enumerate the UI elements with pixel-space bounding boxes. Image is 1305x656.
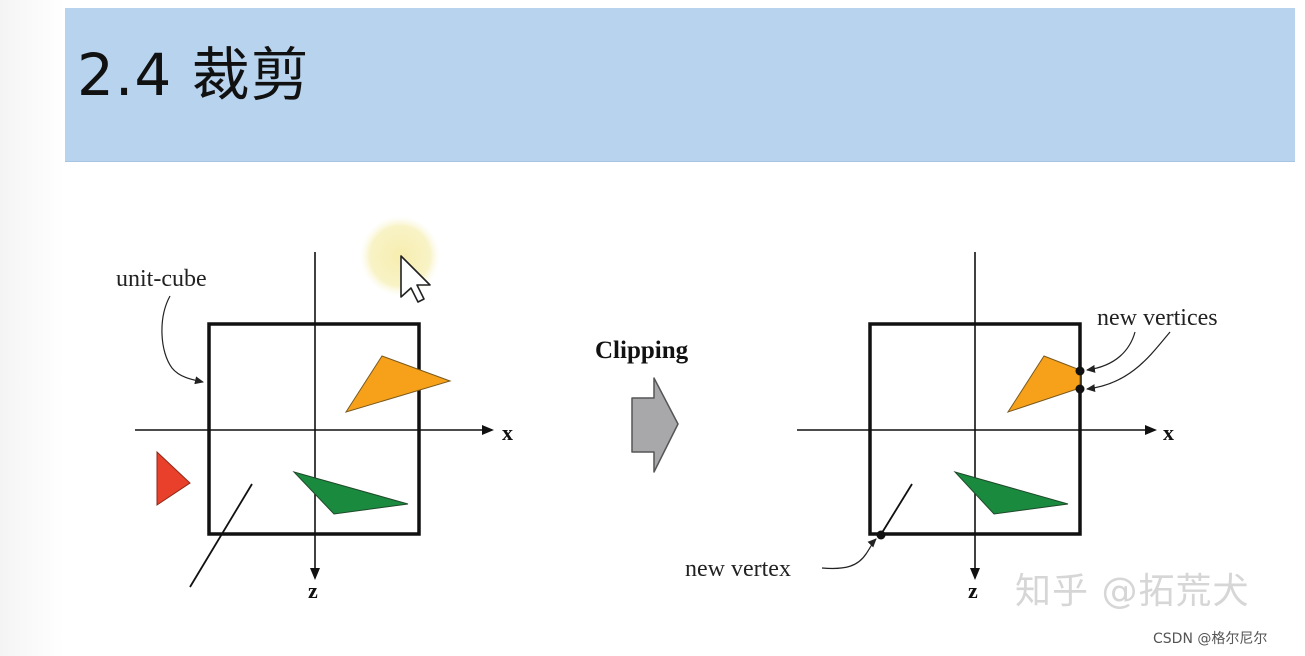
- new-vertices-pointer-bottom: [1086, 331, 1171, 393]
- unit-cube-label: unit-cube: [116, 266, 207, 292]
- green-triangle-right: [953, 471, 1069, 515]
- new-vertices-pointer-top: [1086, 331, 1136, 373]
- orange-triangle: [344, 355, 452, 413]
- unit-cube-square: [207, 322, 421, 536]
- left-panel: unit-cube x z: [116, 216, 513, 603]
- clipped-line-segment: [879, 483, 913, 537]
- x-axis-label: x: [502, 420, 513, 445]
- zhihu-watermark: 知乎 @拓荒犬: [1015, 571, 1250, 612]
- clipping-label: Clipping: [595, 337, 689, 364]
- clipping-step: Clipping: [595, 337, 689, 473]
- z-axis-label-right: z: [968, 578, 978, 603]
- clipped-orange-polygon: [1006, 355, 1081, 413]
- left-edge-shade: [0, 0, 64, 656]
- right-panel: x z new vertices new vertex: [685, 252, 1218, 603]
- line-segment: [189, 483, 253, 588]
- new-vertex-dot-bottom: [1075, 384, 1085, 394]
- clipping-arrow-icon: [631, 377, 679, 473]
- new-vertices-label: new vertices: [1097, 305, 1218, 331]
- title-banner: 2.4 裁剪: [65, 8, 1295, 162]
- csdn-footer-mark: CSDN @格尔尼尔: [1153, 631, 1268, 647]
- new-vertex-dot-top: [1075, 366, 1085, 376]
- new-vertex-dot-corner: [876, 530, 886, 540]
- red-triangle: [156, 450, 191, 506]
- new-vertex-pointer: [821, 538, 877, 570]
- new-vertex-label: new vertex: [685, 556, 791, 582]
- unit-cube-pointer: [161, 295, 204, 385]
- x-axis-label-right: x: [1163, 420, 1174, 445]
- z-axis-label: z: [308, 578, 318, 603]
- slide-title: 2.4 裁剪: [77, 41, 310, 109]
- mouse-pointer-icon: [400, 255, 431, 303]
- green-triangle: [292, 471, 409, 515]
